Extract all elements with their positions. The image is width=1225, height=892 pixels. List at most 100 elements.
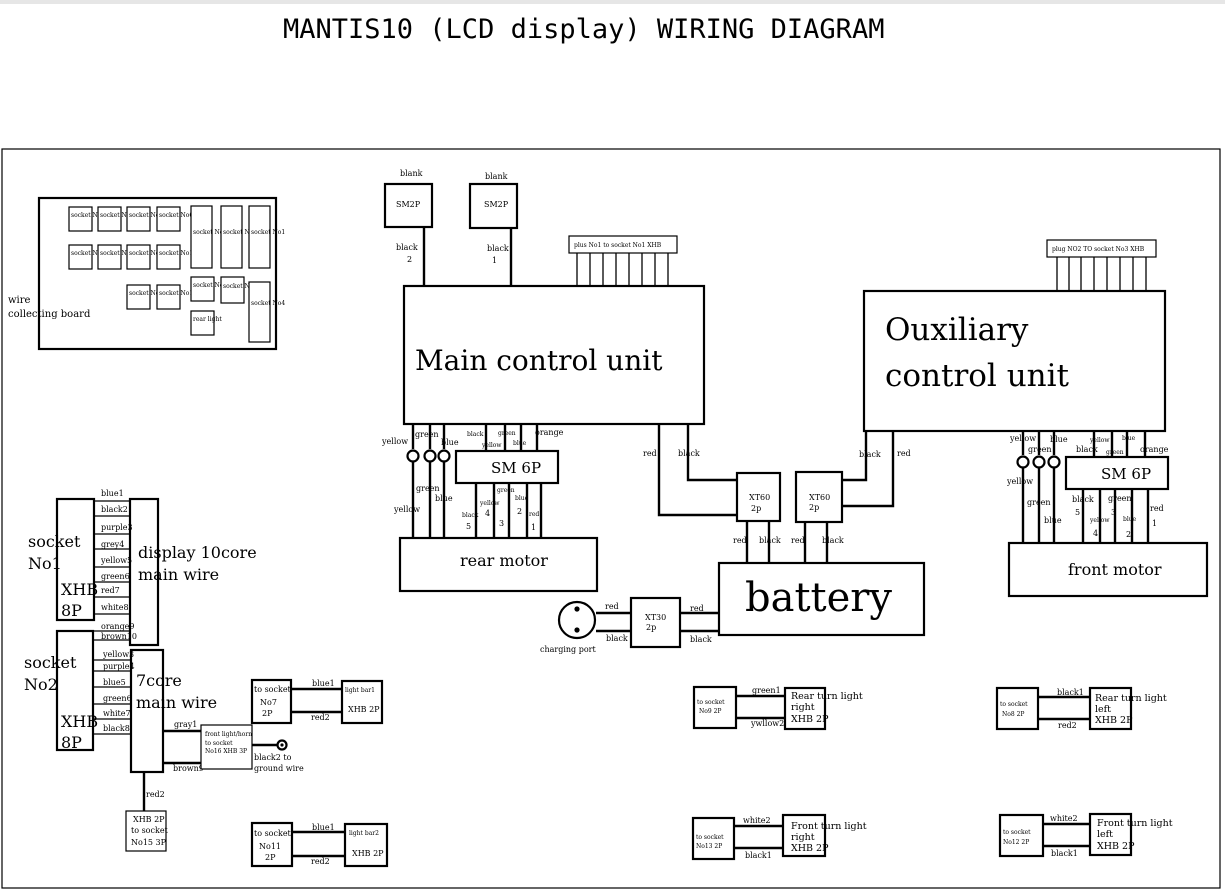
connector-ring-icon xyxy=(437,449,451,463)
board-socket xyxy=(126,284,151,310)
front-motor-box xyxy=(1007,541,1209,598)
board-socket-label: socket No11 xyxy=(129,250,167,257)
board-socket-label: socket No2 xyxy=(223,229,257,236)
charging-port-icon xyxy=(557,600,597,640)
board-label-1: wire xyxy=(8,295,31,306)
turn-light-xhb xyxy=(781,813,827,858)
lightbar1-socket-1: to socket xyxy=(254,685,292,694)
board-socket-label: socket No15 xyxy=(129,290,167,297)
wire-label: black xyxy=(467,431,484,438)
xt30-connector xyxy=(629,596,682,649)
sm2p-connector-1: blank SM2P black 2 xyxy=(383,169,434,286)
wire-label: black xyxy=(487,244,509,253)
turn-light-xhb xyxy=(783,686,827,731)
wire-label: 5 xyxy=(466,522,471,531)
wire-label: red xyxy=(529,511,539,518)
aux-plug-box xyxy=(1046,239,1157,258)
turn-title: Rear turn light xyxy=(791,691,863,702)
top-shade xyxy=(0,0,1225,4)
turn-socket-2: No9 2P xyxy=(699,708,721,715)
board-socket-label: socket No14 xyxy=(159,290,197,297)
rear-motor-box xyxy=(398,536,599,593)
board-socket xyxy=(190,310,215,336)
board-socket xyxy=(97,244,122,270)
wire-label: 3 xyxy=(499,519,504,528)
charging-port-label: charging port xyxy=(540,645,596,654)
wire-label: black xyxy=(678,449,700,458)
turn-socket-2: No13 2P xyxy=(696,843,722,850)
lightbar2-socket xyxy=(250,821,294,868)
lightbar2-socket-3: 2P xyxy=(265,853,276,862)
front-turn-light-right: to socket No13 2P white2 black1 Front tu… xyxy=(691,813,867,861)
wire-label: green xyxy=(1108,494,1132,503)
wire-label: green xyxy=(1027,498,1051,507)
front-turn-light-left: to socket No12 2P white2 black1 Front tu… xyxy=(998,812,1173,858)
sm2p-connector-2: blank SM2P black 1 xyxy=(468,172,519,286)
xt60-label: XT60 xyxy=(749,493,770,502)
lightbar2-title: light bar2 xyxy=(349,830,379,837)
xt60-connector-2 xyxy=(794,470,844,524)
turn-title: Front turn light xyxy=(791,821,867,832)
turn-socket xyxy=(998,813,1045,858)
auxiliary-control-unit xyxy=(862,289,1167,433)
socket-no2-section: yellow3 purple4 blue5 green6 white7 blac… xyxy=(24,629,304,852)
wire-label: red xyxy=(690,604,704,613)
board-socket xyxy=(190,276,215,302)
wire-label: blue xyxy=(1050,435,1068,444)
wire-label: black2 xyxy=(101,505,128,514)
wire-label: white2 xyxy=(743,816,771,825)
wire-label: blue xyxy=(515,495,529,502)
wire-label: purple4 xyxy=(103,662,135,671)
wire-label: black xyxy=(396,243,418,252)
board-socket-label: socket No3 xyxy=(193,229,227,236)
wire-label: 1 xyxy=(1152,519,1157,528)
board-socket xyxy=(156,206,181,232)
lightbar1-socket xyxy=(250,678,293,725)
wire-label: 4 xyxy=(485,509,490,518)
wire-label: green xyxy=(1028,445,1052,454)
socket-no2-xhb: XHB xyxy=(61,712,98,731)
wire-label: yellow5 xyxy=(100,556,132,565)
wire-label: blue5 xyxy=(103,678,126,687)
rear-turn-light-right: to socket No9 2P green1 ywllow2 Rear tur… xyxy=(692,685,863,731)
wire-label: white7 xyxy=(103,709,131,718)
lightbar2-xhb xyxy=(343,822,389,868)
connector-ring-icon xyxy=(406,449,420,463)
board-socket xyxy=(220,276,245,304)
board-socket-label: socket No7 xyxy=(129,212,163,219)
front-motor-label: front motor xyxy=(1068,560,1162,579)
front-light-horn-connector xyxy=(200,724,253,770)
front-motor-section: SM 6P yellow green blue yellow black blu… xyxy=(1006,431,1209,598)
charging-pin-icon xyxy=(574,606,580,612)
wire-label: 1 xyxy=(531,523,536,532)
socket-no2-box xyxy=(55,629,95,752)
charging-pin-icon xyxy=(574,627,580,633)
wire-label: blue xyxy=(1044,516,1062,525)
wire-label: black xyxy=(462,512,479,519)
wire-label: gray1 xyxy=(174,720,197,729)
lightbar2-xhb-label: XHB 2P xyxy=(352,849,384,858)
wire-label: black xyxy=(822,536,844,545)
no15-label-2: to socket xyxy=(131,826,169,835)
wire-label: red2 xyxy=(311,713,330,722)
board-socket xyxy=(68,244,93,270)
wire-label: black1 xyxy=(745,851,772,860)
board-socket xyxy=(126,206,151,232)
power-section: red black black red XT60 2p XT60 2p red … xyxy=(540,424,926,654)
board-socket xyxy=(97,206,122,232)
wire-label: 2 xyxy=(407,255,412,264)
wire-label: yellow xyxy=(381,437,408,446)
no15-label-1: XHB 2P xyxy=(133,815,165,824)
connector-ring-icon xyxy=(1016,455,1030,469)
xt60-connector-1 xyxy=(735,471,782,523)
board-socket xyxy=(248,281,271,343)
wire-label: blue1 xyxy=(312,679,335,688)
wire-label: black xyxy=(1072,495,1094,504)
rear-turn-light-left: to socket No8 2P black1 red2 Rear turn l… xyxy=(995,686,1167,731)
wire-label: 3 xyxy=(1111,508,1116,517)
sm2p-box xyxy=(468,182,519,230)
wire-label: black xyxy=(759,536,781,545)
board-socket xyxy=(156,244,181,270)
main-control-unit-label: Main control unit xyxy=(415,344,663,377)
turn-xhb: XHB 2P xyxy=(791,714,829,725)
